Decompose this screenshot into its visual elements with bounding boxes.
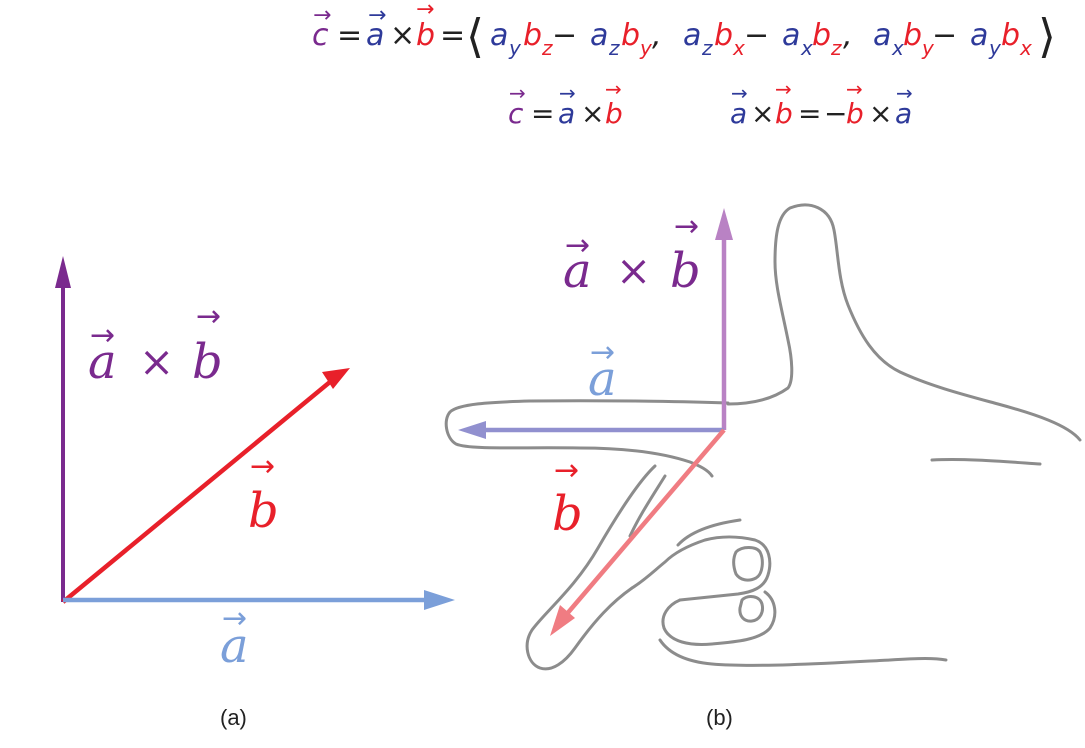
label-b: b [248, 483, 279, 539]
vector-arrow-glyph: → [674, 209, 699, 244]
comp1-b: b [523, 18, 542, 53]
formula-times: × [390, 18, 415, 53]
comp3-a: a [873, 18, 891, 53]
formula-open-bracket: ⟨ [466, 9, 484, 63]
axb-arrowhead [55, 256, 71, 288]
panel-a: a → × b → b → a → (a) [55, 256, 455, 730]
vector-arrow-glyph: → [250, 449, 275, 484]
vector-arrow-glyph: → [896, 81, 913, 105]
comp2-b: b [714, 18, 733, 53]
label-axb-times: × [139, 337, 174, 386]
axb-arrowhead-hand [715, 208, 733, 240]
label-axb-b: b [192, 334, 223, 390]
vector-arrow-glyph: → [775, 77, 792, 101]
vector-arrow-glyph: → [731, 81, 748, 105]
formula-equals-2: = [440, 18, 465, 53]
formula-equals: = [337, 18, 362, 53]
label-b-hand: b [552, 486, 583, 542]
a-arrowhead-hand [458, 421, 486, 439]
formula-c: c [312, 18, 329, 53]
anti-minus: − [824, 97, 847, 130]
vector-arrow-glyph: → [846, 77, 863, 101]
def-c: c [508, 97, 524, 130]
vector-arrow-glyph: → [90, 318, 115, 353]
def-times: × [581, 97, 604, 130]
def-b: b [605, 97, 623, 130]
comp3-sub-x: x [891, 36, 904, 60]
vector-arrow-glyph: → [509, 81, 526, 105]
comp1-b2: b [621, 18, 640, 53]
b-arrowhead-hand [550, 605, 575, 636]
comp3-sub-y2: y [988, 36, 1002, 60]
comp1-sub-y: y [508, 36, 522, 60]
b-vector-arrow-hand [558, 428, 726, 624]
main-formula: c → = a → × b → = ⟨ a y b z − a z b y , … [312, 0, 1056, 63]
b-arrowhead [322, 368, 350, 389]
label-axb-b-hand: b [670, 243, 701, 299]
formula-close-bracket: ⟩ [1038, 9, 1056, 63]
comp1-sub-z: z [541, 36, 553, 60]
label-axb-a-hand: a [563, 243, 592, 299]
vector-arrow-glyph: → [605, 77, 622, 101]
comp1-minus: − [552, 18, 577, 53]
anti-times-1: × [751, 97, 774, 130]
vector-arrow-glyph: → [554, 453, 579, 488]
comp3-sub-y: y [921, 36, 935, 60]
vector-arrow-glyph: → [222, 601, 247, 636]
label-a: a [220, 618, 249, 674]
hand-outline [444, 203, 1082, 671]
comp1-a2: a [590, 18, 608, 53]
b-vector-arrow [61, 375, 338, 604]
comma-2: , [843, 18, 853, 53]
anti-a2: a [895, 97, 912, 130]
def-a: a [558, 97, 575, 130]
comp1-sub-y2: y [639, 36, 653, 60]
label-axb-times-hand: × [616, 246, 651, 295]
caption-b: (b) [706, 705, 733, 730]
formula-b: b [416, 18, 435, 53]
caption-a: (a) [220, 705, 247, 730]
vector-arrow-glyph: → [313, 3, 331, 28]
formula-anticommutative: a → × b → = − b → × a → [730, 77, 913, 130]
comp2-b2: b [812, 18, 831, 53]
comp1-sub-z2: z [608, 36, 620, 60]
anti-equals: = [798, 97, 821, 130]
comp1-a: a [490, 18, 508, 53]
vector-arrow-glyph: → [559, 81, 576, 105]
anti-b2: b [846, 97, 864, 130]
comp2-a: a [683, 18, 701, 53]
comp3-b2: b [1001, 18, 1020, 53]
comp2-sub-z: z [701, 36, 713, 60]
comp3-a2: a [970, 18, 988, 53]
comp2-a2: a [782, 18, 800, 53]
comp2-minus: − [744, 18, 769, 53]
formula-definition: c → = a → × b → [508, 77, 623, 130]
vector-arrow-glyph: → [368, 3, 386, 28]
anti-times-2: × [869, 97, 892, 130]
vector-arrow-glyph: → [196, 299, 221, 334]
anti-a: a [730, 97, 747, 130]
panel-b: a → × b → a → b → (b) [444, 203, 1082, 730]
anti-b: b [775, 97, 793, 130]
def-equals: = [531, 97, 554, 130]
label-a-hand: a [588, 351, 617, 407]
comp2-sub-x2: x [800, 36, 813, 60]
vector-arrow-glyph: → [590, 335, 615, 370]
label-axb-a: a [88, 334, 117, 390]
comp3-sub-x2: x [1019, 36, 1032, 60]
comp2-sub-x: x [732, 36, 745, 60]
a-arrowhead [424, 590, 455, 610]
formula-a: a [366, 18, 384, 53]
comp3-minus: − [932, 18, 957, 53]
vector-arrow-glyph: → [565, 228, 590, 263]
comp3-b: b [903, 18, 922, 53]
comp2-sub-z2: z [830, 36, 842, 60]
vector-arrow-glyph: → [416, 0, 434, 22]
comma-1: , [652, 18, 662, 53]
